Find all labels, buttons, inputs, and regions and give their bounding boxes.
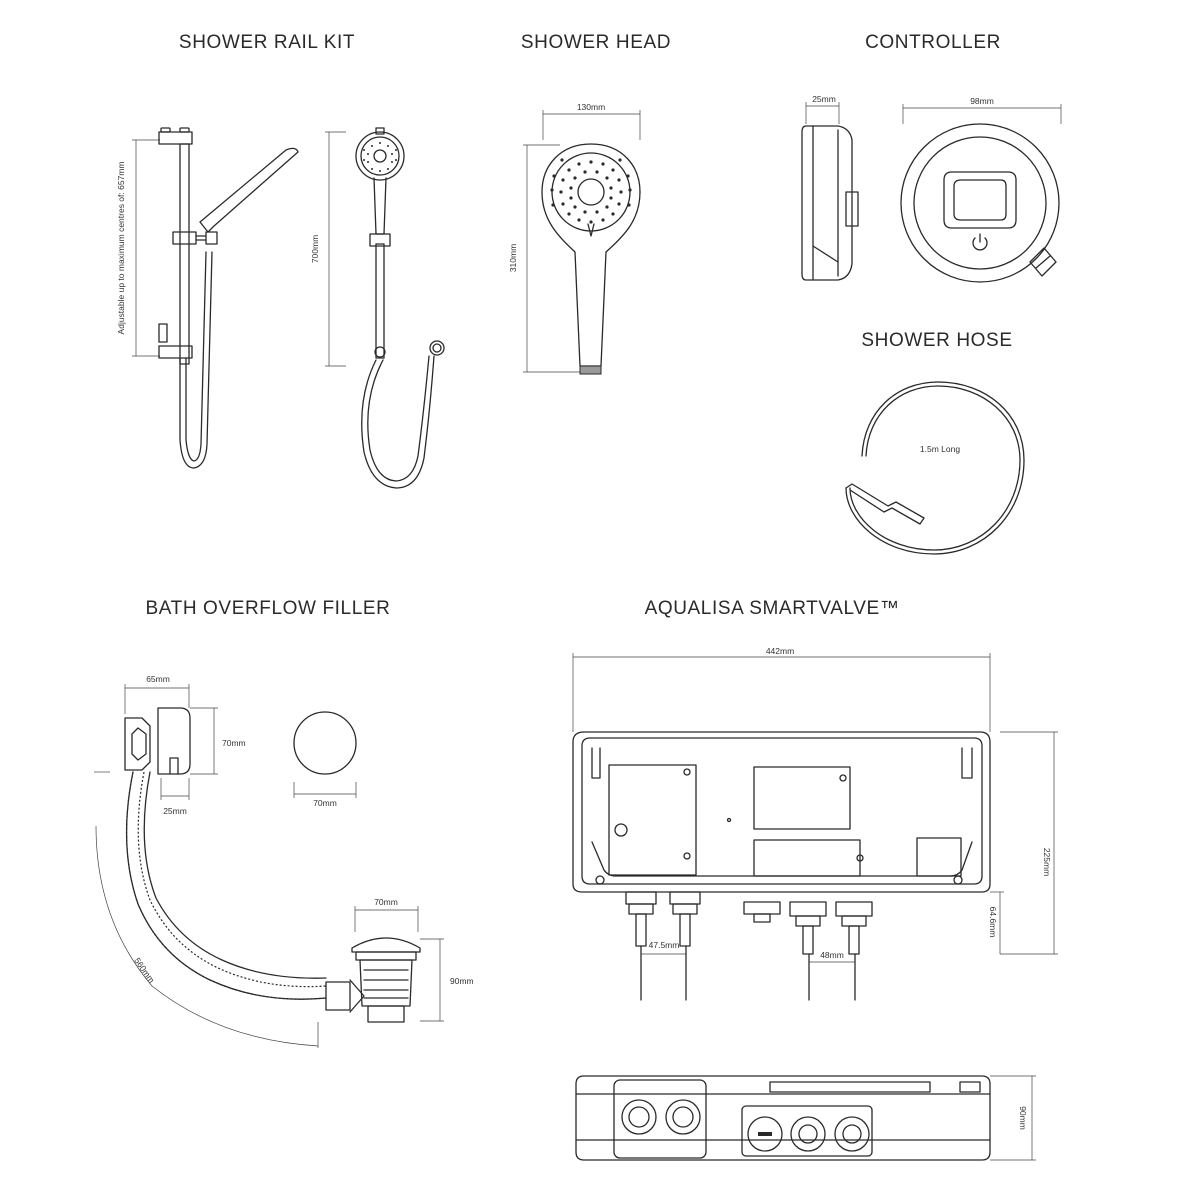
controller-width-label: 98mm xyxy=(970,96,994,106)
title-bath-overflow-filler: BATH OVERFLOW FILLER xyxy=(146,598,391,619)
smartvalve-bottom-drawing: 90mm xyxy=(575,1075,1036,1161)
power-icon xyxy=(972,233,988,251)
title-shower-hose: SHOWER HOSE xyxy=(861,330,1012,351)
valve-outlet-height-label: 64.6mm xyxy=(988,907,998,938)
controller-drawing: 25mm 98mm xyxy=(801,94,1062,283)
valve-outlet-1 xyxy=(743,901,781,923)
valve-depth-label: 90mm xyxy=(1018,1106,1028,1130)
filler-width-label: 65mm xyxy=(146,674,170,684)
hose-length-label: 1.5m Long xyxy=(920,444,960,454)
head-height-label: 310mm xyxy=(508,244,518,272)
bath-overflow-filler-drawing: 65mm 70mm 25mm 70mm 560mm 70mm 90mm xyxy=(94,674,474,1048)
valve-inlet-right xyxy=(669,891,701,1001)
rail-head-nozzles xyxy=(363,142,397,172)
valve-width-label: 442mm xyxy=(766,646,794,656)
valve-outlet-centres-label: 48mm xyxy=(820,950,844,960)
waste-height-label: 90mm xyxy=(450,976,474,986)
head-nozzles xyxy=(550,158,632,224)
shower-rail-kit-drawing: Adjustable up to maximum centres of: 657… xyxy=(116,127,445,489)
valve-height-label: 225mm xyxy=(1042,848,1052,876)
rail-height-label: 700mm xyxy=(310,235,320,263)
smartvalve-front-drawing: 442mm 225mm 64.6mm xyxy=(572,646,1058,1001)
valve-inlet-left xyxy=(625,891,657,1001)
filler-height-label: 70mm xyxy=(222,738,246,748)
shower-hose-drawing: 1.5m Long xyxy=(845,381,1025,555)
controller-front-view: 98mm xyxy=(900,96,1062,283)
controller-side-view: 25mm xyxy=(801,94,859,281)
title-shower-rail-kit: SHOWER RAIL KIT xyxy=(179,32,355,53)
title-aqualisa-smartvalve: AQUALISA SMARTVALVE™ xyxy=(645,598,900,619)
shower-head-drawing: 130mm 310mm xyxy=(508,102,641,375)
valve-inlet-centres-label: 47.5mm xyxy=(649,940,680,950)
rail-front-view: 700mm xyxy=(310,127,445,489)
controller-depth-label: 25mm xyxy=(812,94,836,104)
head-width-label: 130mm xyxy=(577,102,605,112)
filler-hose-label: 560mm xyxy=(132,956,156,985)
title-shower-head: SHOWER HEAD xyxy=(521,32,671,53)
filler-depth-label: 25mm xyxy=(163,806,187,816)
rail-side-view: Adjustable up to maximum centres of: 657… xyxy=(116,127,299,469)
filler-round-label: 70mm xyxy=(313,798,337,808)
rail-adjustable-label: Adjustable up to maximum centres of: 657… xyxy=(116,162,126,335)
waste-width-label: 70mm xyxy=(374,897,398,907)
title-controller: CONTROLLER xyxy=(865,32,1001,53)
